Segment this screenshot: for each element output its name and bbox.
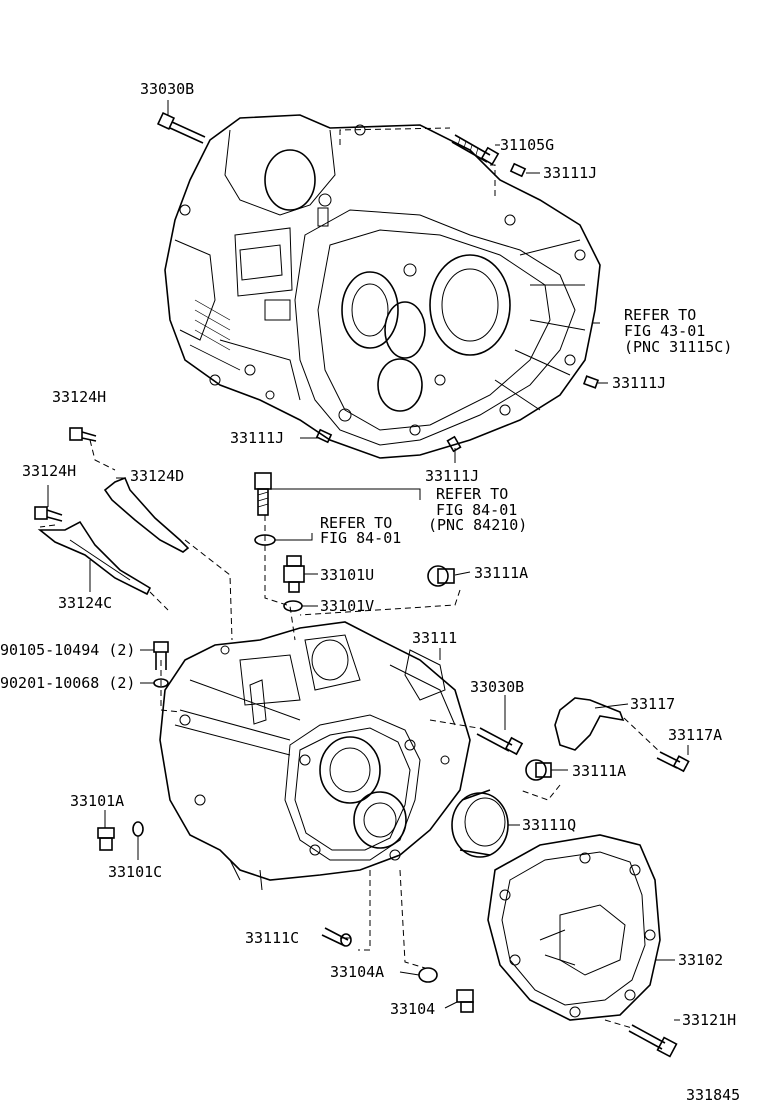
seal-33111Q <box>451 789 509 858</box>
label-refer2-line3: (PNC 84210) <box>428 516 527 534</box>
plug-33111A-b <box>525 759 552 781</box>
pin-33111C <box>321 927 352 947</box>
label-33102: 33102 <box>678 951 723 969</box>
plug-33101A <box>97 827 115 851</box>
label-33117: 33117 <box>630 695 675 713</box>
sensor-fig84-01 <box>254 472 272 516</box>
label-refer2-line1: REFER TO <box>436 485 508 503</box>
label-33111C: 33111C <box>245 929 299 947</box>
label-33101C: 33101C <box>108 863 162 881</box>
dashed-lines <box>39 127 661 1029</box>
figure-number: 331845 <box>686 1086 740 1104</box>
label-33111J-c: 33111J <box>230 429 284 447</box>
transaxle-housing-33102 <box>487 834 661 1021</box>
label-33111J-a: 33111J <box>543 164 597 182</box>
leader-lines <box>47 100 689 1021</box>
label-33124C: 33124C <box>58 594 112 612</box>
label-33111: 33111 <box>412 629 457 647</box>
label-refer1-line2: FIG 43-01 <box>624 322 705 340</box>
bolt-33121H <box>628 1024 678 1058</box>
plate-33124D <box>103 476 190 553</box>
label-refer1-line3: (PNC 31115C) <box>624 338 732 356</box>
bracket-33117 <box>554 697 625 751</box>
pin-33111J-a <box>509 162 527 178</box>
label-33111Q: 33111Q <box>522 816 576 834</box>
label-33124D: 33124D <box>130 467 184 485</box>
label-33101A: 33101A <box>70 792 124 810</box>
label-refer1-line1: REFER TO <box>624 306 696 324</box>
label-33117A: 33117A <box>668 726 722 744</box>
bolt-33124H-a <box>69 427 97 442</box>
plate-33124C <box>37 520 152 596</box>
label-refer3-line2: FIG 84-01 <box>320 529 401 547</box>
bolt-33117A <box>656 751 690 773</box>
washer-33101V <box>283 600 303 612</box>
bolt-33030B-mid <box>476 727 524 756</box>
label-33124H-b: 33124H <box>22 462 76 480</box>
label-33111J-b: 33111J <box>612 374 666 392</box>
label-refer2-line2: FIG 84-01 <box>436 501 517 519</box>
label-33111A-a: 33111A <box>474 564 528 582</box>
gasket-33104A <box>418 967 438 983</box>
bolt-33030B-top <box>156 111 206 144</box>
label-33111A-b: 33111A <box>572 762 626 780</box>
label-33030B-top: 33030B <box>140 80 194 98</box>
label-33104A: 33104A <box>330 963 384 981</box>
label-90105-10494: 90105-10494 (2) <box>0 641 135 659</box>
transaxle-case-upper <box>164 114 601 459</box>
pin-33111J-d <box>446 435 462 453</box>
transaxle-case-lower <box>159 621 471 891</box>
label-33104: 33104 <box>390 1000 435 1018</box>
label-refer3-line1: REFER TO <box>320 514 392 532</box>
label-33124H-a: 33124H <box>52 388 106 406</box>
pin-33111J-b <box>582 375 600 389</box>
bolt-33124H-b <box>34 506 63 522</box>
label-33030B-mid: 33030B <box>470 678 524 696</box>
label-31105G: 31105G <box>500 136 554 154</box>
label-33121H: 33121H <box>682 1011 736 1029</box>
plug-33104 <box>456 989 474 1013</box>
label-33101V: 33101V <box>320 597 374 615</box>
part-labels: 33030B 31105G 33111J REFER TO FIG 43-01 … <box>0 80 740 1104</box>
label-33111J-d: 33111J <box>425 467 479 485</box>
switch-33101U <box>283 555 305 593</box>
bolt-90105-10494 <box>153 641 169 670</box>
label-90201-10068: 90201-10068 (2) <box>0 674 135 692</box>
pin-33111J-c <box>315 428 333 444</box>
washer-33101C <box>132 821 144 837</box>
plug-33111A-a <box>427 565 455 587</box>
label-33101U: 33101U <box>320 566 374 584</box>
bolt-31105G <box>451 134 500 166</box>
